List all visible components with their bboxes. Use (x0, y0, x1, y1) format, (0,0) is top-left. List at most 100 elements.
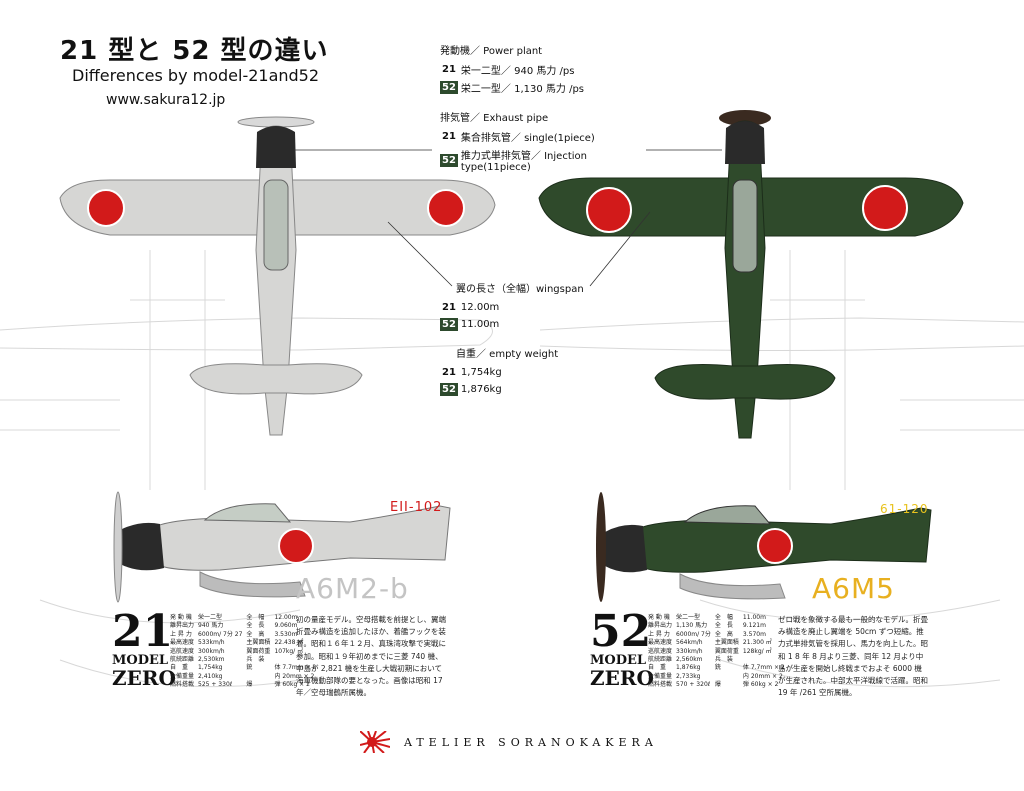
spec-table-cell: 内 20mm × 2 (274, 672, 315, 680)
spec-table-cell: 内 20mm × 2 (742, 672, 783, 680)
spec-table-cell: 栄二一型 (676, 614, 701, 621)
spec-table-cell: 自 重 (648, 664, 667, 672)
spec-table-cell: 全 幅 (714, 614, 733, 621)
spec-table-cell: 発 動 機 (170, 614, 192, 621)
spec-table-cell (244, 673, 272, 681)
spec-heading: 発動機／ Power plant (440, 46, 543, 57)
model-21-tag: 21 (440, 366, 458, 379)
m21-badge-model: MODEL (112, 653, 169, 668)
m52-description: ゼロ戦を象徴する最も一般的なモデル。折畳み構造を廃止し翼端を 50cm ずつ短縮… (778, 615, 928, 698)
spec-table-cell: 300km/h (198, 647, 225, 655)
spec-value: 12.00m (460, 302, 500, 313)
spec-table-cell: 銃 (246, 664, 253, 672)
m21-description: 初の量産モデル。空母搭載を前提とし、翼端折畳み構造を追加したほか、着艦フックを装… (296, 615, 446, 698)
spec-table-cell: 9.121m (742, 622, 766, 630)
spec-table-cell: 全 長 (246, 622, 265, 630)
spec-table-cell: 11.00m (742, 614, 766, 621)
page-subtitle: Differences by model-21and52 (72, 66, 320, 85)
model-52-tag: 52 (440, 318, 458, 331)
spec-table-cell: 翼面荷重 (714, 647, 739, 655)
spec-table-cell: 航続距離 (648, 656, 673, 664)
spec-table-cell: 525 + 330ℓ (198, 681, 233, 689)
spec-table-cell: 離昇出力 (170, 622, 195, 630)
spec-value: 栄一二型／ 940 馬力 /ps (460, 66, 575, 77)
brand-footer: ATELIER SORANOKAKERA (404, 736, 658, 749)
m21-top-view (59, 116, 496, 436)
spec-table-cell: 上 昇 力 (170, 630, 192, 638)
spec-table-cell: 全 幅 (246, 614, 265, 621)
m21-tail-code: EII-102 (390, 500, 443, 515)
m52-side-view (596, 492, 932, 602)
spec-table-cell: 巡航速度 (170, 647, 195, 655)
m21-badge-number: 21 (112, 606, 174, 657)
m52-badge: 52 MODEL ZERO (590, 610, 654, 690)
rising-sun-flag-icon (360, 731, 390, 753)
m52-badge-model: MODEL (590, 653, 647, 668)
site-url[interactable]: www.sakura12.jp (106, 92, 226, 108)
spec-table-cell: 128kg/ ㎡ (742, 647, 772, 655)
spec-value: 栄二一型／ 1,130 馬力 /ps (460, 84, 585, 95)
spec-table-cell: 107kg/ ㎡ (274, 647, 304, 655)
spec-value: 集合排気管／ single(1piece) (460, 133, 595, 144)
spec-table-cell (713, 673, 741, 681)
spec-table-cell: 全 長 (714, 622, 733, 630)
spec-table-cell: 全 高 (714, 630, 733, 638)
spec-table-cell: 2,530km (198, 656, 225, 664)
spec-table-cell: 体 7.7mm × 2 (742, 664, 785, 672)
spec-table-cell: 6000m/ 7分 (676, 630, 711, 638)
spec-table-cell: 爆 (714, 681, 721, 689)
spec-table-cell: 離昇出力 (648, 622, 673, 630)
spec-value: 推力式単排気管／ Injection type(11piece) (460, 151, 587, 173)
spec-table-cell: 570 + 320ℓ (676, 681, 711, 689)
model-21-tag: 21 (440, 63, 458, 76)
spec-table-cell: 2,733kg (676, 672, 701, 680)
spec-table-cell: 533km/h (198, 639, 225, 647)
model-52-tag: 52 (440, 81, 458, 94)
spec-table-cell: 3.530m (274, 630, 298, 638)
spec-table-cell: 22.438 ㎡ (274, 639, 304, 647)
spec-table-cell: 弾 60kg × 2 (274, 681, 310, 689)
m52-tail-code: 61-120 (880, 502, 929, 516)
spec-table-cell: 全備重量 (648, 672, 673, 680)
m52-badge-zero: ZERO (590, 666, 654, 690)
spec-table-cell: 9.060m (274, 622, 298, 630)
spec-table-cell: 兵 装 (246, 656, 265, 664)
m21-badge: 21 MODEL ZERO (112, 606, 176, 689)
spec-table-cell: 上 昇 力 (648, 630, 670, 638)
m21-side-view (113, 491, 451, 603)
model-52-tag: 52 (440, 383, 458, 396)
m52-model-name: A6M5 (812, 572, 895, 605)
model-52-tag: 52 (440, 153, 458, 167)
spec-table-cell: 燃料搭載 (170, 681, 195, 689)
spec-table-cell: 564km/h (676, 639, 703, 647)
spec-table-cell: 2,560km (676, 656, 703, 664)
spec-heading: 自重／ empty weight (456, 349, 559, 360)
spec-table-cell: 航続距離 (170, 656, 195, 664)
spec-table-cell: 主翼面積 (714, 639, 739, 647)
spec-table-cell: 2,410kg (198, 672, 223, 680)
model-21-tag: 21 (440, 301, 458, 314)
spec-value: 11.00m (460, 319, 500, 330)
spec-table-cell: 弾 60kg × 2 (742, 681, 779, 689)
spec-table-cell: 最高速度 (648, 639, 673, 647)
spec-table-cell: 主翼面積 (246, 639, 271, 647)
